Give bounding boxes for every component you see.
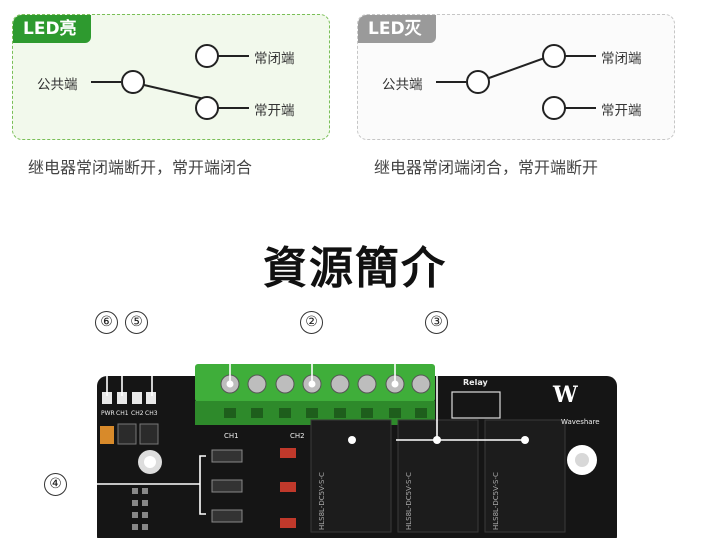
callout-4: ④ [44,473,67,496]
relay-on-schematic [91,44,249,120]
led-label-ch1: CH1 [116,410,129,417]
led-off-caption: 继电器常闭端闭合，常开端断开 [374,158,599,177]
led-on-caption: 继电器常闭端断开，常开端闭合 [28,158,253,177]
common-terminal-label: 公共端 [37,77,78,93]
led-off-panel: LED灭 公共端 常闭端 常开端 [357,14,675,140]
common-terminal-label: 公共端 [382,77,423,93]
callout-dots [226,380,529,444]
led-label-ch2: CH2 [131,410,144,417]
relay-model-3: HLS8L-DC5V-S-C [492,472,500,530]
led-label-ch3: CH3 [145,410,158,417]
callout-5: ⑤ [125,311,148,334]
brand-label: Waveshare [561,418,600,426]
relay-board-illustration: PWR CH1 CH2 CH3 CH1 CH2 Relay W Waveshar… [0,300,710,538]
nc-terminal-label: 常闭端 [601,51,642,67]
callout-lines [70,334,525,515]
led-off-tag: LED灭 [358,15,436,43]
no-terminal-label: 常开端 [601,103,642,119]
status-leds [102,392,156,404]
relay-label: Relay [463,378,488,387]
relay-off-schematic [436,44,596,120]
terminal-slots [224,408,427,418]
channel-label-ch1: CH1 [224,432,239,440]
relay-model-2: HLS8L-DC5V-S-C [405,472,413,530]
callout-6: ⑥ [95,311,118,334]
component [100,426,114,444]
callout-3: ③ [425,311,448,334]
callout-2: ② [300,311,323,334]
terminal-screws [220,374,431,394]
no-terminal-label: 常开端 [254,103,295,119]
led-on-panel: LED亮 公共端 常闭端 常开端 [12,14,330,140]
channel-label-ch2: CH2 [290,432,305,440]
led-on-tag: LED亮 [13,15,91,43]
gpio-header [132,488,148,530]
nc-terminal-label: 常闭端 [254,51,295,67]
led-label-pwr: PWR [101,410,115,417]
board-drawing [70,334,617,538]
relay-model-1: HLS8L-DC5V-S-C [318,472,326,530]
waveshare-logo-icon: W [553,382,578,408]
section-title: 資源簡介 [263,243,447,294]
